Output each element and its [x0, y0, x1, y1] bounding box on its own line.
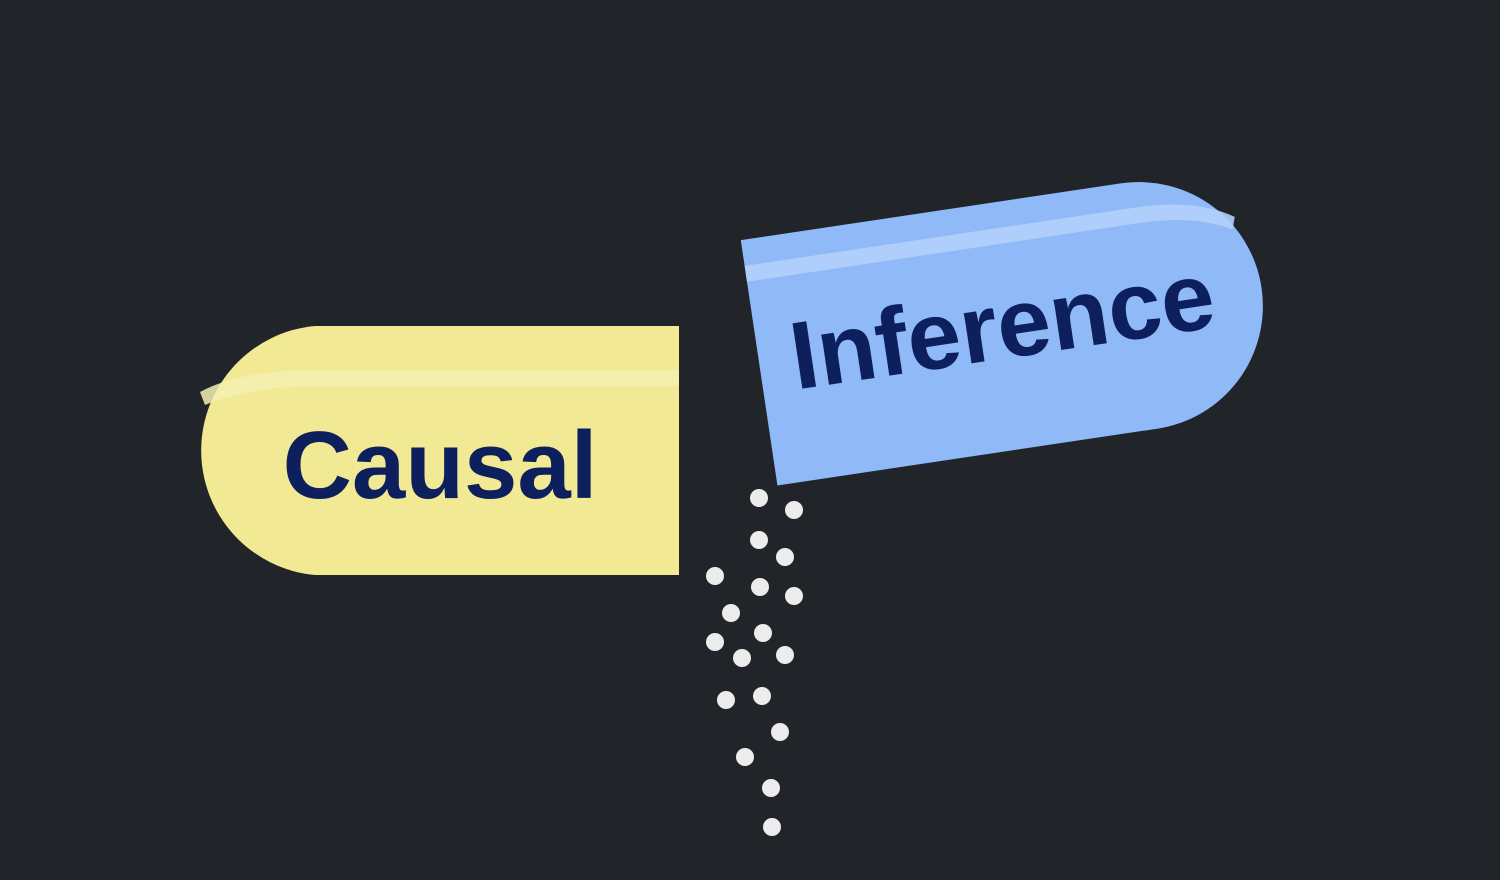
left-capsule-label: Causal: [283, 412, 598, 519]
powder-dot: [706, 633, 724, 651]
powder-dot: [785, 501, 803, 519]
powder-particles: [706, 489, 803, 836]
powder-dot: [785, 587, 803, 605]
powder-dot: [706, 567, 724, 585]
powder-dot: [722, 604, 740, 622]
left-capsule-half: Causal: [200, 326, 680, 575]
powder-dot: [750, 531, 768, 549]
powder-dot: [750, 489, 768, 507]
powder-dot: [763, 818, 781, 836]
powder-dot: [751, 578, 769, 596]
powder-dot: [733, 649, 751, 667]
powder-dot: [776, 646, 794, 664]
powder-dot: [736, 748, 754, 766]
powder-dot: [753, 687, 771, 705]
powder-dot: [771, 723, 789, 741]
powder-dot: [776, 548, 794, 566]
powder-dot: [762, 779, 780, 797]
powder-dot: [754, 624, 772, 642]
right-capsule-half: Inference: [740, 182, 1263, 486]
powder-dot: [717, 691, 735, 709]
